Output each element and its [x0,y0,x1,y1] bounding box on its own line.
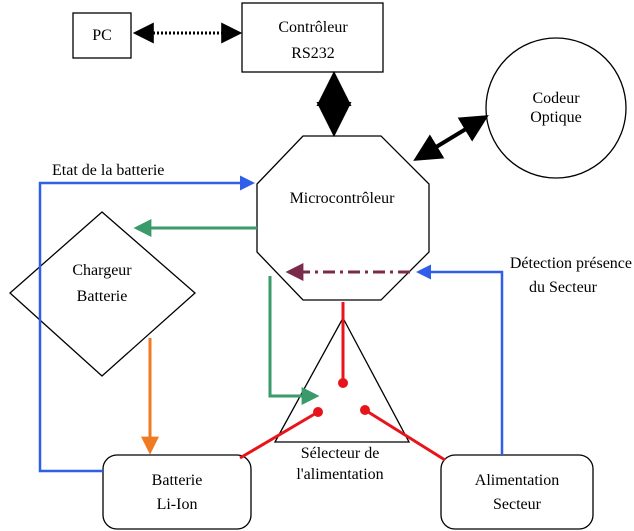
switch-wire-batterie [239,410,319,460]
controleur-label-line1: Contrôleur [278,19,348,36]
detection-label-line1: Détection présence [510,255,632,272]
switch-wire-alimentation [364,408,446,462]
batterie-box [102,454,252,530]
alimentation-box [440,454,594,530]
selecteur-label-line1: Sélecteur de [301,445,380,462]
detection-label-line2: du Secteur [529,279,598,296]
codeur-label-line2: Optique [530,109,582,126]
alimentation-label-line1: Alimentation [475,472,559,489]
microcontroleur-octagon [256,135,430,301]
microcontroleur-label: Microcontrôleur [290,190,396,207]
etat-batterie-label: Etat de la batterie [52,162,164,179]
controleur-label-line2: RS232 [291,45,335,62]
micro-codeur-link [413,115,489,161]
chargeur-label-line2: Batterie [77,288,128,305]
selecteur-label-line2: l'alimentation [296,466,383,483]
detection-secteur-arrow [416,264,504,455]
switch-contact-alimentation [360,405,370,415]
switch-contact-batterie [313,407,323,417]
switch-contact-common [338,378,348,388]
chargeur-label-line1: Chargeur [72,262,132,279]
pc-label: PC [92,27,112,44]
pc-box [72,12,132,59]
controleur-box [241,2,384,73]
etat-batterie-arrow [38,175,255,473]
alimentation-label-line2: Secteur [493,496,542,513]
batterie-label-line2: Li-Ion [157,496,198,513]
micro-to-selecteur-arrow [268,276,320,405]
codeur-circle [485,37,627,179]
batterie-label-line1: Batterie [152,472,203,489]
codeur-label-line1: Codeur [532,90,580,107]
